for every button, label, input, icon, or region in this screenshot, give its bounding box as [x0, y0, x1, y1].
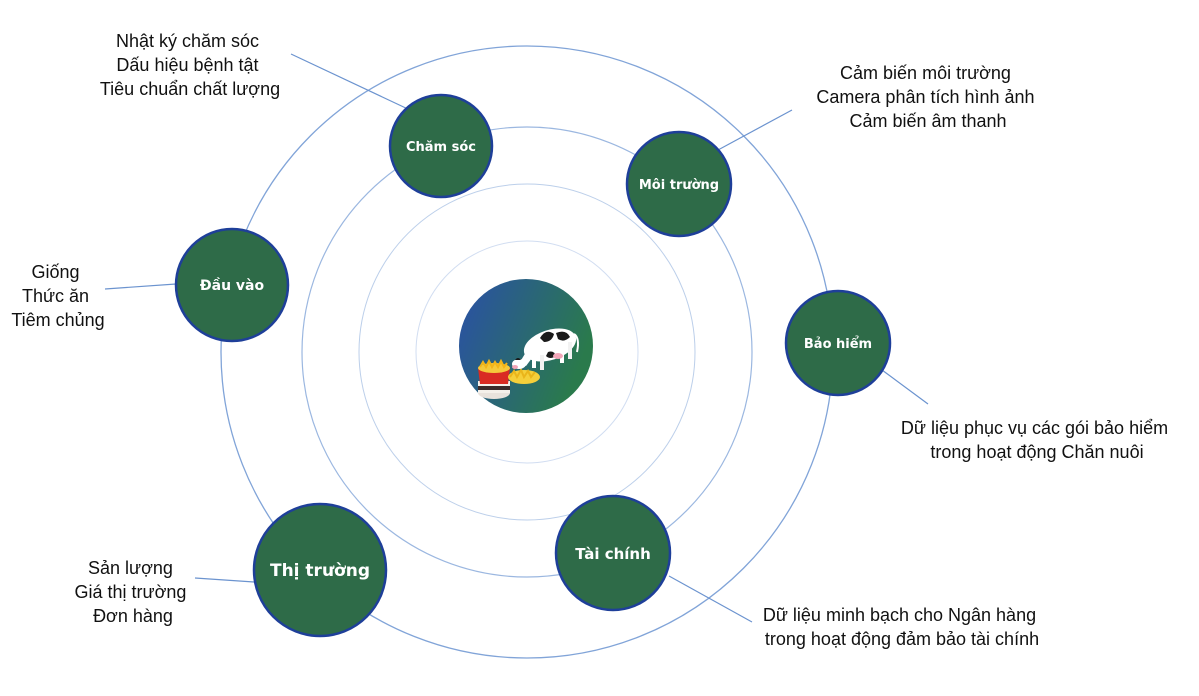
leader-tai-chinh — [668, 575, 753, 623]
orbit-ring-inner — [415, 240, 639, 464]
annotation-dau-vao: Giống Thức ăn Tiêm chủng — [11, 262, 104, 330]
annotation-line: Thức ăn — [22, 286, 89, 306]
leader-bao-hiem — [881, 369, 929, 405]
node-label: Đầu vào — [200, 277, 265, 294]
cow-feeding-icon — [478, 328, 579, 399]
annotation-cham-soc: Nhật ký chăm sóc Dấu hiệu bệnh tật Tiêu … — [100, 31, 280, 99]
annotation-line: Cảm biến môi trường — [840, 63, 1011, 83]
node-circle — [554, 494, 672, 612]
annotations: Nhật ký chăm sóc Dấu hiệu bệnh tật Tiêu … — [11, 31, 1173, 649]
annotation-line: Đơn hàng — [93, 606, 173, 626]
annotation-line: Dữ liệu phục vụ các gói bảo hiểm — [901, 418, 1168, 438]
annotation-tai-chinh: Dữ liệu minh bạch cho Ngân hàng trong ho… — [763, 605, 1041, 649]
annotation-bao-hiem: Dữ liệu phục vụ các gói bảo hiểm trong h… — [901, 418, 1173, 462]
node-tai-chinh[interactable]: Tài chính — [554, 494, 672, 612]
node-label: Chăm sóc — [406, 140, 476, 155]
annotation-line: Cảm biến âm thanh — [849, 111, 1006, 131]
leader-moi-truong — [717, 109, 793, 151]
annotation-thi-truong: Sản lượng Giá thị trường Đơn hàng — [75, 558, 192, 626]
leader-dau-vao — [104, 283, 177, 290]
annotation-moi-truong: Cảm biến môi trường Camera phân tích hìn… — [816, 63, 1039, 131]
node-bao-hiem[interactable]: Bảo hiểm — [784, 289, 892, 397]
leader-thi-truong — [194, 577, 255, 583]
node-dau-vao[interactable]: Đầu vào — [174, 227, 290, 343]
node-label: Tài chính — [575, 545, 651, 563]
node-moi-truong[interactable]: Môi trường — [625, 130, 733, 238]
node-circle — [388, 93, 494, 199]
node-cham-soc[interactable]: Chăm sóc — [388, 93, 494, 199]
node-thi-truong[interactable]: Thị trường — [252, 502, 388, 638]
node-label: Bảo hiểm — [804, 336, 872, 352]
node-circle — [174, 227, 290, 343]
annotation-line: Sản lượng — [88, 558, 173, 578]
annotation-line: Giống — [31, 262, 79, 282]
node-circle — [252, 502, 388, 638]
node-label: Thị trường — [270, 561, 370, 581]
annotation-line: Dữ liệu minh bạch cho Ngân hàng — [763, 605, 1036, 625]
annotation-line: trong hoạt động Chăn nuôi — [930, 442, 1143, 462]
annotation-line: Tiêm chủng — [11, 310, 104, 330]
node-label: Môi trường — [639, 178, 719, 193]
annotation-line: Giá thị trường — [75, 582, 187, 602]
annotation-line: trong hoạt động đảm bảo tài chính — [765, 629, 1039, 649]
orbit-ring-3 — [301, 126, 753, 578]
orbit-ring-2 — [358, 183, 696, 521]
annotation-line: Tiêu chuẩn chất lượng — [100, 79, 280, 99]
center-hub — [459, 279, 593, 413]
node-circle — [625, 130, 733, 238]
leader-lines — [104, 53, 929, 623]
node-circle — [784, 289, 892, 397]
annotation-line: Nhật ký chăm sóc — [116, 31, 259, 51]
leader-cham-soc — [290, 53, 411, 111]
annotation-line: Dấu hiệu bệnh tật — [116, 55, 258, 75]
category-nodes: Chăm sóc Môi trường Bảo hiểm Tài chính T… — [174, 93, 892, 638]
annotation-line: Camera phân tích hình ảnh — [816, 87, 1034, 107]
